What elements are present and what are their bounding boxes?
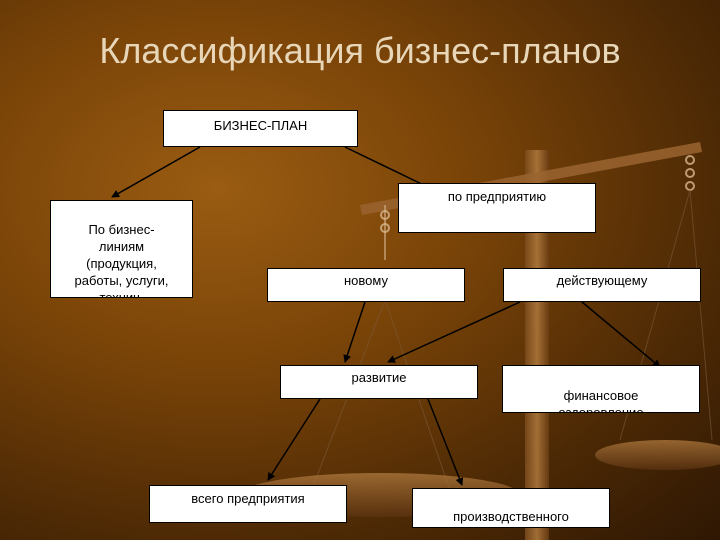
node-label: действующему: [556, 273, 648, 288]
connector-development-to-production: [427, 398, 464, 486]
node-label: финансовое оздоровление: [558, 388, 644, 413]
node-label: всего предприятия: [191, 491, 305, 506]
node-label: производственного подразделения: [453, 509, 569, 527]
node-whole-enterprise: всего предприятия: [149, 485, 347, 523]
node-new-enterprise: новому: [267, 268, 465, 302]
node-label: развитие: [351, 370, 407, 385]
node-existing-enterprise: действующему: [503, 268, 701, 302]
connector-root-to-enterprise: [344, 146, 433, 190]
node-by-business-lines: По бизнес- линиям (продукция, работы, ус…: [50, 200, 193, 298]
node-label: по предприятию: [447, 189, 547, 204]
node-label: БИЗНЕС-ПЛАН: [213, 118, 308, 133]
connector-new-to-development: [343, 301, 366, 363]
connector-existing-to-development: [387, 301, 521, 363]
node-production-unit: производственного подразделения: [412, 488, 610, 528]
node-financial-recovery: финансовое оздоровление: [502, 365, 700, 413]
node-by-enterprise: по предприятию: [398, 183, 596, 233]
connector-root-to-business-lines: [111, 146, 201, 198]
connector-existing-to-financial: [581, 301, 661, 368]
connector-development-to-whole: [267, 398, 321, 481]
node-business-plan: БИЗНЕС-ПЛАН: [163, 110, 358, 147]
node-development: развитие: [280, 365, 478, 399]
slide-title: Классификация бизнес-планов: [99, 30, 621, 71]
node-label: новому: [344, 273, 388, 288]
node-label: По бизнес- линиям (продукция, работы, ус…: [74, 222, 169, 298]
